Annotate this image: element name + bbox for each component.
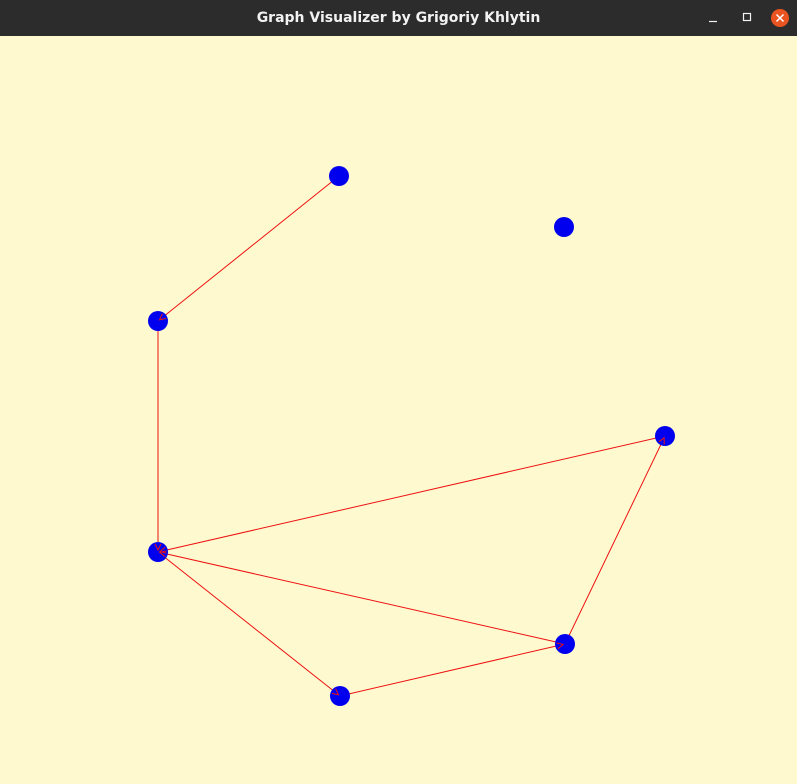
graph-node[interactable] [148, 542, 168, 562]
edge-arrowhead [158, 550, 167, 558]
graph-edge [157, 551, 341, 697]
minimize-icon [709, 20, 717, 23]
maximize-icon [742, 12, 752, 22]
title-bar[interactable]: Graph Visualizer by Grigoriy Khlytin [0, 0, 797, 36]
nodes-layer [148, 166, 675, 706]
window-title: Graph Visualizer by Grigoriy Khlytin [256, 10, 541, 26]
edges-layer [157, 175, 666, 697]
graph-edge [564, 435, 666, 645]
close-button[interactable] [768, 6, 792, 30]
maximize-button[interactable] [735, 6, 759, 30]
edge-arrowhead [158, 546, 167, 554]
graph-edge [157, 435, 666, 553]
edge-arrowhead [158, 313, 167, 321]
close-icon [771, 9, 789, 27]
graph-node[interactable] [554, 217, 574, 237]
edge-arrowhead [331, 688, 340, 696]
edge-arrowhead [154, 543, 162, 552]
minimize-button[interactable] [701, 6, 725, 30]
canvas-background [0, 36, 797, 784]
edge-arrowhead [658, 436, 665, 445]
graph-node[interactable] [555, 634, 575, 654]
graph-node[interactable] [329, 166, 349, 186]
edge-arrowhead [556, 642, 565, 650]
graph-node[interactable] [330, 686, 350, 706]
graph-edge [157, 175, 340, 322]
graph-node[interactable] [655, 426, 675, 446]
graph-drawing[interactable] [0, 36, 797, 784]
graph-edge [157, 551, 566, 645]
graph-edge [339, 643, 566, 697]
graph-canvas[interactable] [0, 36, 797, 784]
graph-node[interactable] [148, 311, 168, 331]
